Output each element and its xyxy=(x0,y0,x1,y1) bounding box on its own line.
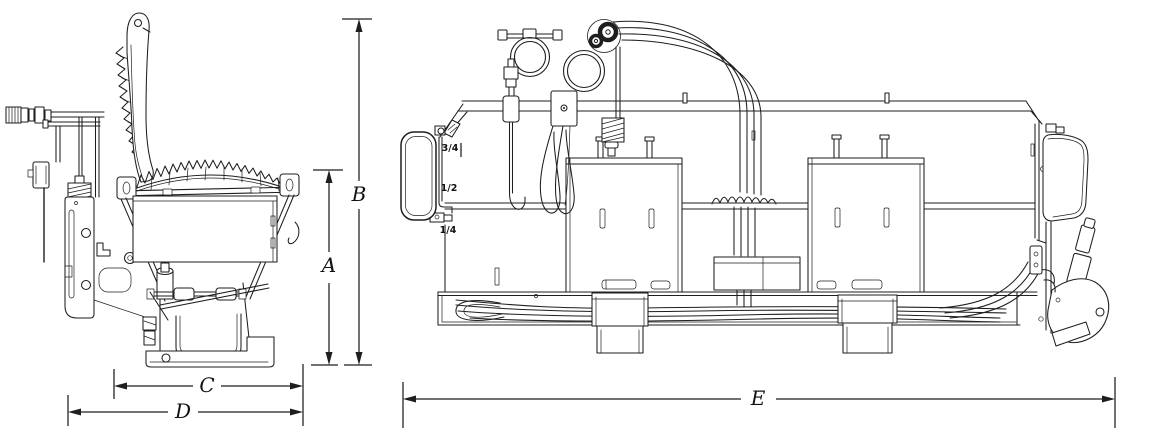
dimension-label-c: C xyxy=(199,373,214,397)
discharge-chute-end xyxy=(142,262,275,368)
mounting-plate xyxy=(64,196,149,319)
pulley-cluster xyxy=(587,19,621,119)
dimension-d: D xyxy=(67,395,303,426)
access-panel-2 xyxy=(807,134,925,293)
spray-bar-assembly xyxy=(5,106,105,263)
hopper-level-marks: 3/4 1/2 1/4 xyxy=(440,143,462,236)
hanging-hose-loops xyxy=(539,125,575,215)
dimension-label-a: A xyxy=(320,253,336,277)
coiled-hose-left xyxy=(497,28,563,78)
hose-bundle xyxy=(612,20,777,308)
spinner-assembly xyxy=(1029,217,1110,347)
level-mark-one-quarter: 1/4 xyxy=(440,225,457,236)
access-panel-1 xyxy=(565,136,683,293)
dimension-a: A xyxy=(313,169,343,365)
dimension-b: B xyxy=(311,18,372,366)
discharge-chute-1 xyxy=(591,292,649,354)
level-mark-three-quarters: 3/4 xyxy=(442,143,459,154)
coiled-hose-right xyxy=(562,49,606,93)
deflector-arm xyxy=(115,12,154,183)
spray-wand xyxy=(502,58,526,210)
level-mark-one-half: 1/2 xyxy=(441,183,458,194)
dimension-c: C xyxy=(113,364,304,426)
end-view xyxy=(5,12,300,368)
dimension-e: E xyxy=(402,377,1116,428)
dimension-label-d: D xyxy=(174,399,191,423)
center-trough xyxy=(713,256,801,291)
hopper-end xyxy=(116,159,300,302)
dimension-label-b: B xyxy=(351,182,367,206)
junction-box xyxy=(550,90,578,127)
spring-coil-side-view xyxy=(601,117,625,157)
dimension-label-e: E xyxy=(750,386,766,410)
right-end-cap xyxy=(1042,123,1089,222)
discharge-chute-2 xyxy=(837,294,898,354)
side-view: 3/4 1/2 1/4 xyxy=(400,19,1110,354)
left-end-bracket xyxy=(400,131,437,221)
